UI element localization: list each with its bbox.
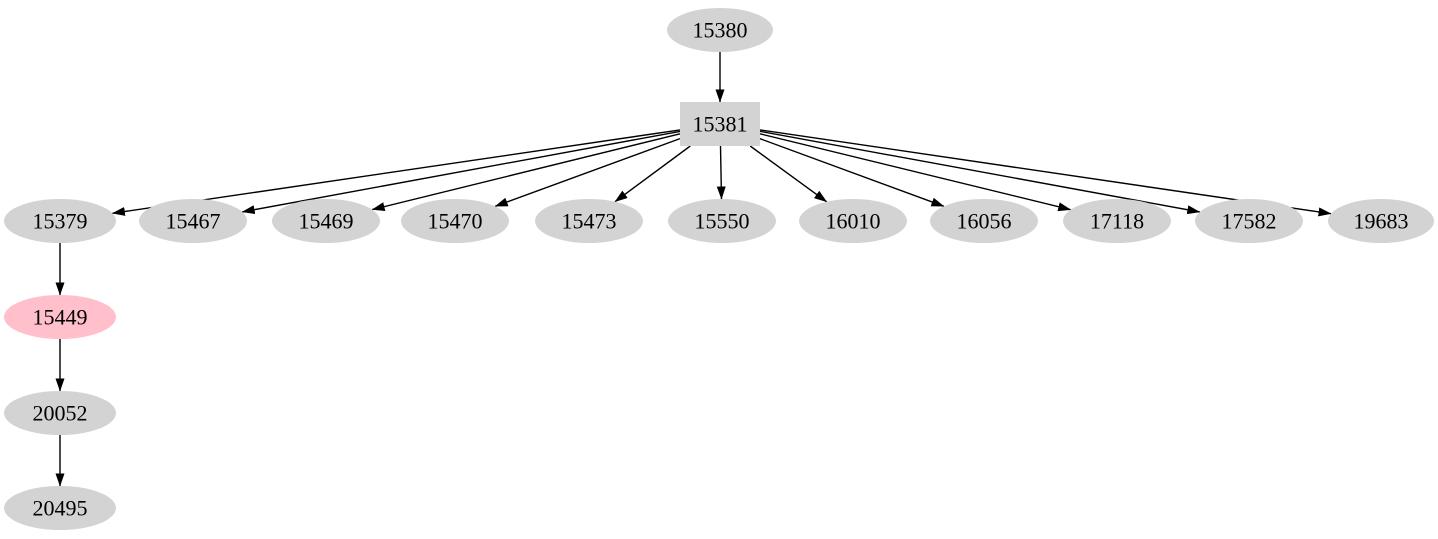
node-label-20052: 20052	[33, 401, 88, 426]
node-label-15469: 15469	[299, 209, 354, 234]
node-ellipse-15380	[667, 8, 773, 52]
node-ellipse-16056	[930, 199, 1038, 243]
node-ellipse-15467	[139, 199, 247, 243]
node-label-15380: 15380	[693, 18, 748, 43]
graph-node-20052: 20052	[4, 391, 116, 435]
graph-node-15473: 15473	[535, 199, 643, 243]
node-ellipse-15473	[535, 199, 643, 243]
node-label-16010: 16010	[826, 209, 881, 234]
node-ellipse-19683	[1328, 199, 1434, 243]
node-label-16056: 16056	[957, 209, 1012, 234]
node-label-17582: 17582	[1222, 209, 1277, 234]
node-label-15470: 15470	[428, 209, 483, 234]
edge-15381-17582	[759, 130, 1201, 215]
node-label-19683: 19683	[1354, 209, 1409, 234]
node-ellipse-15449	[4, 295, 116, 339]
node-label-15379: 15379	[33, 209, 88, 234]
graph-node-15449: 15449	[4, 295, 116, 339]
edge-15381-15379	[111, 129, 681, 216]
graph-node-17118: 17118	[1063, 199, 1171, 243]
node-label-15449: 15449	[33, 305, 88, 330]
edge-15381-15470	[494, 137, 681, 207]
graph-node-15469: 15469	[272, 199, 380, 243]
graph-node-15380: 15380	[667, 8, 773, 52]
graph-node-15467: 15467	[139, 199, 247, 243]
node-label-15473: 15473	[562, 209, 617, 234]
edge-15381-17118	[759, 133, 1072, 212]
graph-node-15381: 15381	[680, 102, 760, 146]
edges-layer	[55, 52, 1332, 487]
node-ellipse-17118	[1063, 199, 1171, 243]
edge-15381-15550	[716, 145, 726, 200]
edge-15381-15469	[371, 133, 681, 211]
node-label-15467: 15467	[166, 209, 221, 234]
node-ellipse-15469	[272, 199, 380, 243]
edge-15381-15467	[241, 130, 681, 215]
node-ellipse-20052	[4, 391, 116, 435]
node-ellipse-16010	[799, 199, 907, 243]
nodes-layer: 15380 15381 15379 15467 15469 15470 15473 15550…	[4, 8, 1434, 530]
graph-node-19683: 19683	[1328, 199, 1434, 243]
node-label-15381: 15381	[693, 112, 748, 137]
graph-node-15379: 15379	[4, 199, 116, 243]
node-box-15381	[680, 102, 760, 146]
node-label-17118: 17118	[1090, 209, 1144, 234]
node-ellipse-15550	[668, 199, 776, 243]
graph-node-17582: 17582	[1195, 199, 1303, 243]
graph-node-15550: 15550	[668, 199, 776, 243]
node-label-15550: 15550	[695, 209, 750, 234]
node-ellipse-17582	[1195, 199, 1303, 243]
edge-15381-16010	[749, 145, 828, 203]
node-ellipse-15379	[4, 199, 116, 243]
node-ellipse-15470	[401, 199, 509, 243]
graph-node-15470: 15470	[401, 199, 509, 243]
edge-15381-15473	[614, 145, 691, 203]
graph-node-20495: 20495	[4, 486, 116, 530]
graph-node-16010: 16010	[799, 199, 907, 243]
node-ellipse-20495	[4, 486, 116, 530]
edge-15381-16056	[759, 138, 945, 207]
graph-node-16056: 16056	[930, 199, 1038, 243]
node-label-20495: 20495	[33, 496, 88, 521]
